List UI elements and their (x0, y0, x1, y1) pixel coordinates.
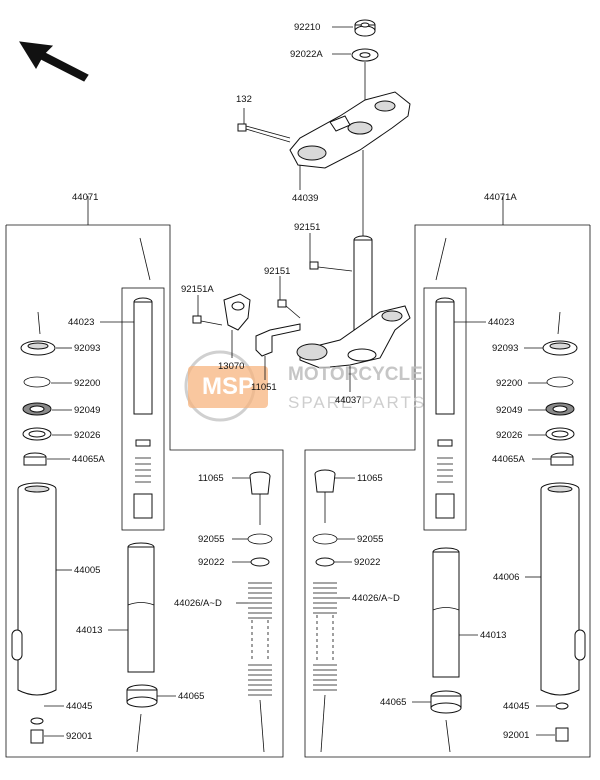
right-oilseal-92049 (545, 402, 575, 416)
right-gasket-44045 (555, 702, 569, 710)
label-92093-right[interactable]: 92093 (492, 343, 518, 354)
label-44039[interactable]: 44039 (292, 193, 318, 204)
left-bolt-92001 (30, 729, 44, 744)
label-44065A-left[interactable]: 44065A (72, 454, 105, 465)
watermark-line1: MOTORCYCLE (288, 364, 423, 385)
top-washer-part (351, 48, 379, 62)
label-11051[interactable]: 11051 (251, 382, 277, 393)
upper-bracket-part (289, 91, 411, 169)
label-92022A[interactable]: 92022A (290, 49, 323, 60)
label-44065A-right[interactable]: 44065A (492, 454, 525, 465)
label-44071A[interactable]: 44071A (484, 192, 517, 203)
left-clip-92200 (23, 376, 51, 388)
label-44045-right[interactable]: 44045 (503, 701, 529, 712)
label-92151-top[interactable]: 92151 (294, 222, 320, 233)
label-44013-right[interactable]: 44013 (480, 630, 506, 641)
label-92022-right[interactable]: 92022 (354, 557, 380, 568)
bolt-92151-mid-part (277, 299, 301, 319)
label-44006[interactable]: 44006 (493, 572, 519, 583)
label-92001-left[interactable]: 92001 (66, 731, 92, 742)
left-inner-44013 (127, 542, 155, 673)
right-inner-tube-part (435, 237, 455, 519)
left-gasket-44045 (30, 717, 44, 725)
label-11065-left[interactable]: 11065 (198, 473, 224, 484)
front-direction-arrow (19, 41, 89, 82)
watermark-line2: SPARE PARTS (288, 393, 426, 412)
label-44005[interactable]: 44005 (74, 565, 100, 576)
watermark-badge-text: MSP (202, 373, 254, 400)
watermark: MSP MOTORCYCLE SPARE PARTS (184, 350, 426, 422)
bolt-92151-top-part (309, 261, 353, 272)
steering-stem-part (296, 150, 411, 369)
label-13070[interactable]: 13070 (218, 361, 244, 372)
right-oring-92055 (312, 533, 338, 545)
label-44045-left[interactable]: 44045 (66, 701, 92, 712)
label-92049-right[interactable]: 92049 (496, 405, 522, 416)
top-nut-part (354, 19, 376, 37)
right-inner-44013 (432, 547, 460, 678)
watermark-badge (188, 366, 268, 408)
label-92151-mid[interactable]: 92151 (264, 266, 290, 277)
label-44023-left[interactable]: 44023 (68, 317, 94, 328)
left-oilseal-92049 (22, 402, 52, 416)
left-fork-frame (5, 224, 284, 758)
right-bushing-44065A (550, 452, 574, 466)
right-washer-92022 (315, 557, 335, 567)
label-92200-right[interactable]: 92200 (496, 378, 522, 389)
label-92022-left[interactable]: 92022 (198, 557, 224, 568)
label-92200-left[interactable]: 92200 (74, 378, 100, 389)
right-spring-44026 (313, 582, 337, 753)
label-92001-right[interactable]: 92001 (503, 730, 529, 741)
label-92093-left[interactable]: 92093 (74, 343, 100, 354)
guide-13070-part (223, 293, 251, 331)
left-cap-11065 (249, 471, 271, 525)
right-clip-92200 (546, 376, 574, 388)
right-cap-11065 (314, 469, 336, 523)
left-inner-box (121, 287, 165, 531)
label-92210[interactable]: 92210 (294, 22, 320, 33)
left-seal-92093 (20, 311, 56, 356)
label-92151A[interactable]: 92151A (181, 284, 214, 295)
clamp-11051-part (255, 323, 301, 357)
label-44065-left[interactable]: 44065 (178, 691, 204, 702)
label-92026-right[interactable]: 92026 (496, 430, 522, 441)
label-92049-left[interactable]: 92049 (74, 405, 100, 416)
right-outer-tube-44006 (540, 482, 586, 696)
left-washer-92026 (22, 427, 52, 441)
label-44023-right[interactable]: 44023 (488, 317, 514, 328)
left-spring-44026 (248, 582, 272, 753)
label-92026-left[interactable]: 92026 (74, 430, 100, 441)
label-44037[interactable]: 44037 (335, 395, 361, 406)
right-inner-box (423, 287, 467, 531)
right-washer-92026 (545, 427, 575, 441)
label-44026-left[interactable]: 44026/A~D (174, 598, 222, 609)
label-44071[interactable]: 44071 (72, 192, 98, 203)
label-44013-left[interactable]: 44013 (76, 625, 102, 636)
left-outer-tube-44005 (11, 482, 57, 696)
bolt-92151A-part (192, 315, 223, 326)
label-132[interactable]: 132 (236, 94, 252, 105)
left-oring-92055 (247, 533, 273, 545)
left-bushing-44065A (23, 452, 47, 466)
label-44026-right[interactable]: 44026/A~D (352, 593, 400, 604)
right-fork-frame (304, 224, 591, 758)
label-92055-left[interactable]: 92055 (198, 534, 224, 545)
label-44065-right[interactable]: 44065 (380, 697, 406, 708)
left-bushing-44065 (126, 684, 158, 708)
left-washer-92022 (250, 557, 270, 567)
right-bolt-92001 (555, 727, 569, 742)
label-11065-right[interactable]: 11065 (357, 473, 383, 484)
right-bushing-44065 (430, 690, 462, 714)
right-seal-92093 (542, 311, 578, 356)
bolt-132-part (237, 123, 291, 143)
label-92055-right[interactable]: 92055 (357, 534, 383, 545)
left-inner-tube-part (133, 237, 153, 519)
